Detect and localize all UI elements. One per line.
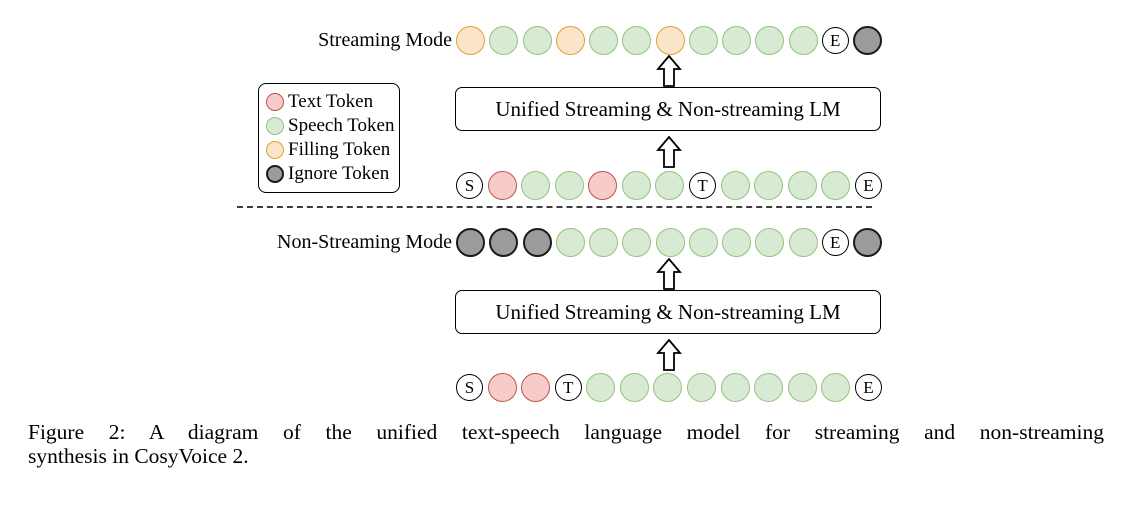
speech-token-circle xyxy=(788,227,818,257)
non-streaming-output-token-row: E xyxy=(456,227,882,257)
ignore-token-circle xyxy=(522,227,552,257)
text-token-circle xyxy=(487,170,517,200)
legend-label: Filling Token xyxy=(288,139,391,160)
text-token-circle xyxy=(588,170,618,200)
speech-token-circle xyxy=(787,170,817,200)
legend-item-text-token: Text Token xyxy=(266,91,392,113)
speech-token-circle xyxy=(755,25,785,55)
lm-box: Unified Streaming & Non-streaming LM xyxy=(455,87,881,131)
speech-token-circle xyxy=(622,25,652,55)
speech-token-circle xyxy=(688,25,718,55)
legend-item-speech-token: Speech Token xyxy=(266,115,395,137)
speech-token-circle xyxy=(688,227,718,257)
streaming-output-token-row: E xyxy=(456,25,882,55)
speech-token-circle xyxy=(589,227,618,257)
token-s-circle: S xyxy=(456,373,483,401)
token-s-circle: S xyxy=(456,171,483,199)
caption-line: synthesis in CosyVoice 2. xyxy=(28,443,249,468)
speech-token-circle xyxy=(521,170,551,200)
text-token-swatch-icon xyxy=(266,93,284,111)
filling-token-circle xyxy=(555,25,585,55)
speech-token-circle xyxy=(655,170,685,200)
legend: Text Token Speech Token Filling Token Ig… xyxy=(258,83,400,193)
dashed-divider xyxy=(237,206,872,208)
token-e-circle: E xyxy=(854,373,882,401)
speech-token-circle xyxy=(754,170,784,200)
speech-token-circle xyxy=(687,372,717,402)
ignore-token-circle xyxy=(489,227,519,257)
up-arrow-icon xyxy=(656,55,682,87)
speech-token-swatch-icon xyxy=(266,117,284,135)
legend-label: Speech Token xyxy=(288,115,395,136)
token-e-circle: E xyxy=(821,26,849,54)
token-t-circle: T xyxy=(554,373,582,401)
lm-box-label: Unified Streaming & Non-streaming LM xyxy=(495,96,841,121)
text-token-circle xyxy=(487,372,517,402)
filling-token-swatch-icon xyxy=(266,141,284,159)
legend-label: Text Token xyxy=(288,91,374,112)
speech-token-circle xyxy=(720,170,750,200)
speech-token-circle xyxy=(619,372,649,402)
speech-token-circle xyxy=(589,25,618,55)
speech-token-circle xyxy=(720,372,750,402)
speech-token-circle xyxy=(622,227,652,257)
speech-token-circle xyxy=(787,372,817,402)
caption-line: Figure 2: A diagram of the unified text-… xyxy=(28,420,1104,444)
speech-token-circle xyxy=(621,170,651,200)
ignore-token-circle xyxy=(853,25,882,55)
figure-caption: Figure 2: A diagram of the unified text-… xyxy=(28,420,1104,468)
streaming-mode-label: Streaming Mode xyxy=(318,29,452,51)
speech-token-circle xyxy=(821,170,851,200)
speech-token-circle xyxy=(522,25,552,55)
up-arrow-icon xyxy=(656,339,682,371)
up-arrow-icon xyxy=(656,136,682,168)
ignore-token-swatch-icon xyxy=(266,165,284,183)
legend-item-ignore-token: Ignore Token xyxy=(266,163,392,185)
speech-token-circle xyxy=(755,227,785,257)
legend-label: Ignore Token xyxy=(288,163,390,184)
text-token-circle xyxy=(521,372,551,402)
speech-token-circle xyxy=(653,372,683,402)
ignore-token-circle xyxy=(853,227,882,257)
filling-token-circle xyxy=(655,25,685,55)
lm-box-label: Unified Streaming & Non-streaming LM xyxy=(495,299,841,324)
token-e-circle: E xyxy=(854,171,882,199)
speech-token-circle xyxy=(722,25,751,55)
speech-token-circle xyxy=(586,372,616,402)
token-e-circle: E xyxy=(821,228,849,256)
speech-token-circle xyxy=(754,372,784,402)
token-t-circle: T xyxy=(689,171,717,199)
speech-token-circle xyxy=(555,227,585,257)
non-streaming-mode-label: Non-Streaming Mode xyxy=(277,231,452,253)
legend-item-filling-token: Filling Token xyxy=(266,139,392,161)
up-arrow-icon xyxy=(656,258,682,290)
lm-box: Unified Streaming & Non-streaming LM xyxy=(455,290,881,334)
speech-token-circle xyxy=(722,227,751,257)
speech-token-circle xyxy=(788,25,818,55)
filling-token-circle xyxy=(456,25,485,55)
speech-token-circle xyxy=(655,227,685,257)
speech-token-circle xyxy=(554,170,584,200)
speech-token-circle xyxy=(821,372,851,402)
ignore-token-circle xyxy=(456,227,485,257)
speech-token-circle xyxy=(489,25,519,55)
